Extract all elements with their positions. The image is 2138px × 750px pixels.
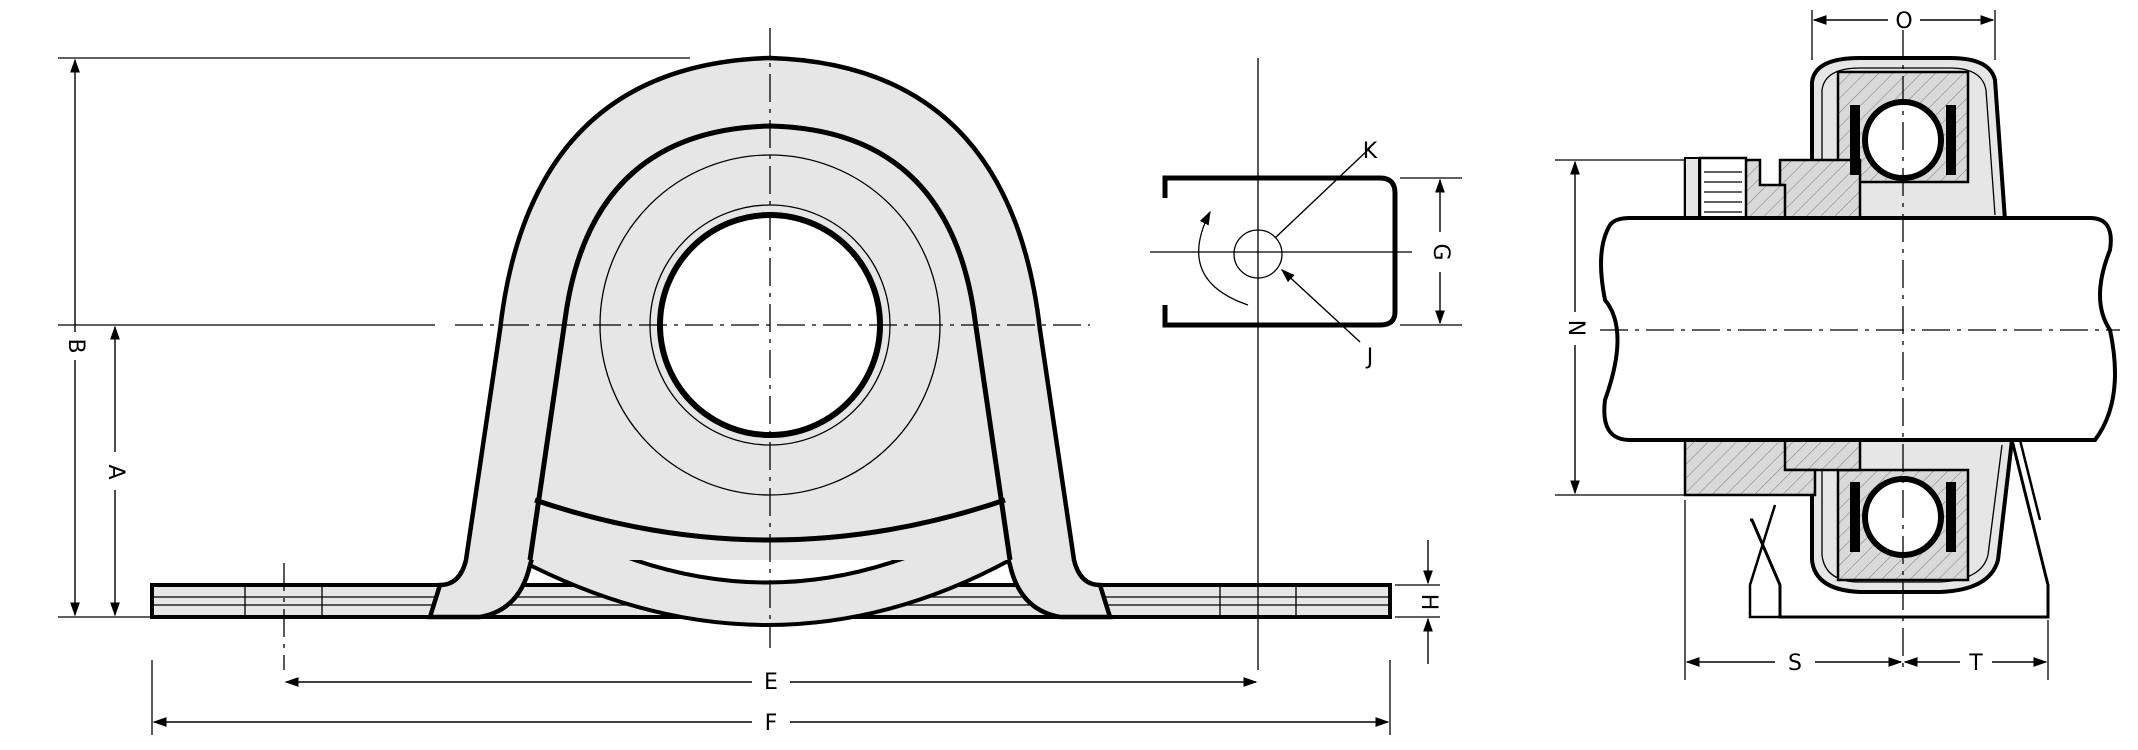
seal-top-right bbox=[1946, 105, 1956, 175]
label-g: G bbox=[1428, 243, 1453, 260]
set-screw-threads bbox=[1704, 171, 1742, 213]
side-base bbox=[1750, 438, 2050, 619]
fitting-rotation-arrow bbox=[1198, 210, 1249, 306]
side-shell-inner-top bbox=[1821, 67, 1996, 216]
fitting-detail: K J G bbox=[1150, 139, 1462, 370]
set-screw bbox=[1698, 156, 1748, 220]
label-o: O bbox=[1895, 9, 1912, 34]
inner-ring-top bbox=[1778, 158, 1862, 220]
front-view: B A E F H bbox=[58, 28, 1441, 736]
fitting-hole bbox=[1233, 229, 1283, 279]
seal-bottom-right bbox=[1946, 482, 1956, 552]
label-h: H bbox=[1416, 594, 1441, 611]
side-base-left bbox=[1748, 504, 1780, 619]
label-k: K bbox=[1363, 139, 1378, 164]
label-t: T bbox=[1968, 651, 1983, 676]
label-a: A bbox=[103, 464, 128, 479]
label-n: N bbox=[1563, 320, 1588, 336]
label-f: F bbox=[765, 711, 778, 736]
label-b: B bbox=[63, 338, 88, 353]
seal-bottom-left bbox=[1850, 482, 1860, 552]
side-base-right bbox=[2018, 439, 2042, 521]
label-j: J bbox=[1365, 345, 1374, 370]
side-shell-inner-bottom bbox=[1821, 444, 2003, 583]
leader-j-line bbox=[1280, 269, 1361, 343]
side-housing-shell bbox=[1810, 56, 2014, 594]
leader-k-line bbox=[1274, 147, 1371, 239]
label-e: E bbox=[764, 670, 778, 695]
collar-lip bbox=[1684, 157, 1700, 219]
side-section-view: O N S T bbox=[1555, 9, 2120, 680]
shaft bbox=[1599, 216, 2117, 442]
label-s: S bbox=[1788, 651, 1802, 676]
inner-ring-bottom bbox=[1778, 438, 1862, 472]
seal-top-left bbox=[1850, 105, 1860, 175]
